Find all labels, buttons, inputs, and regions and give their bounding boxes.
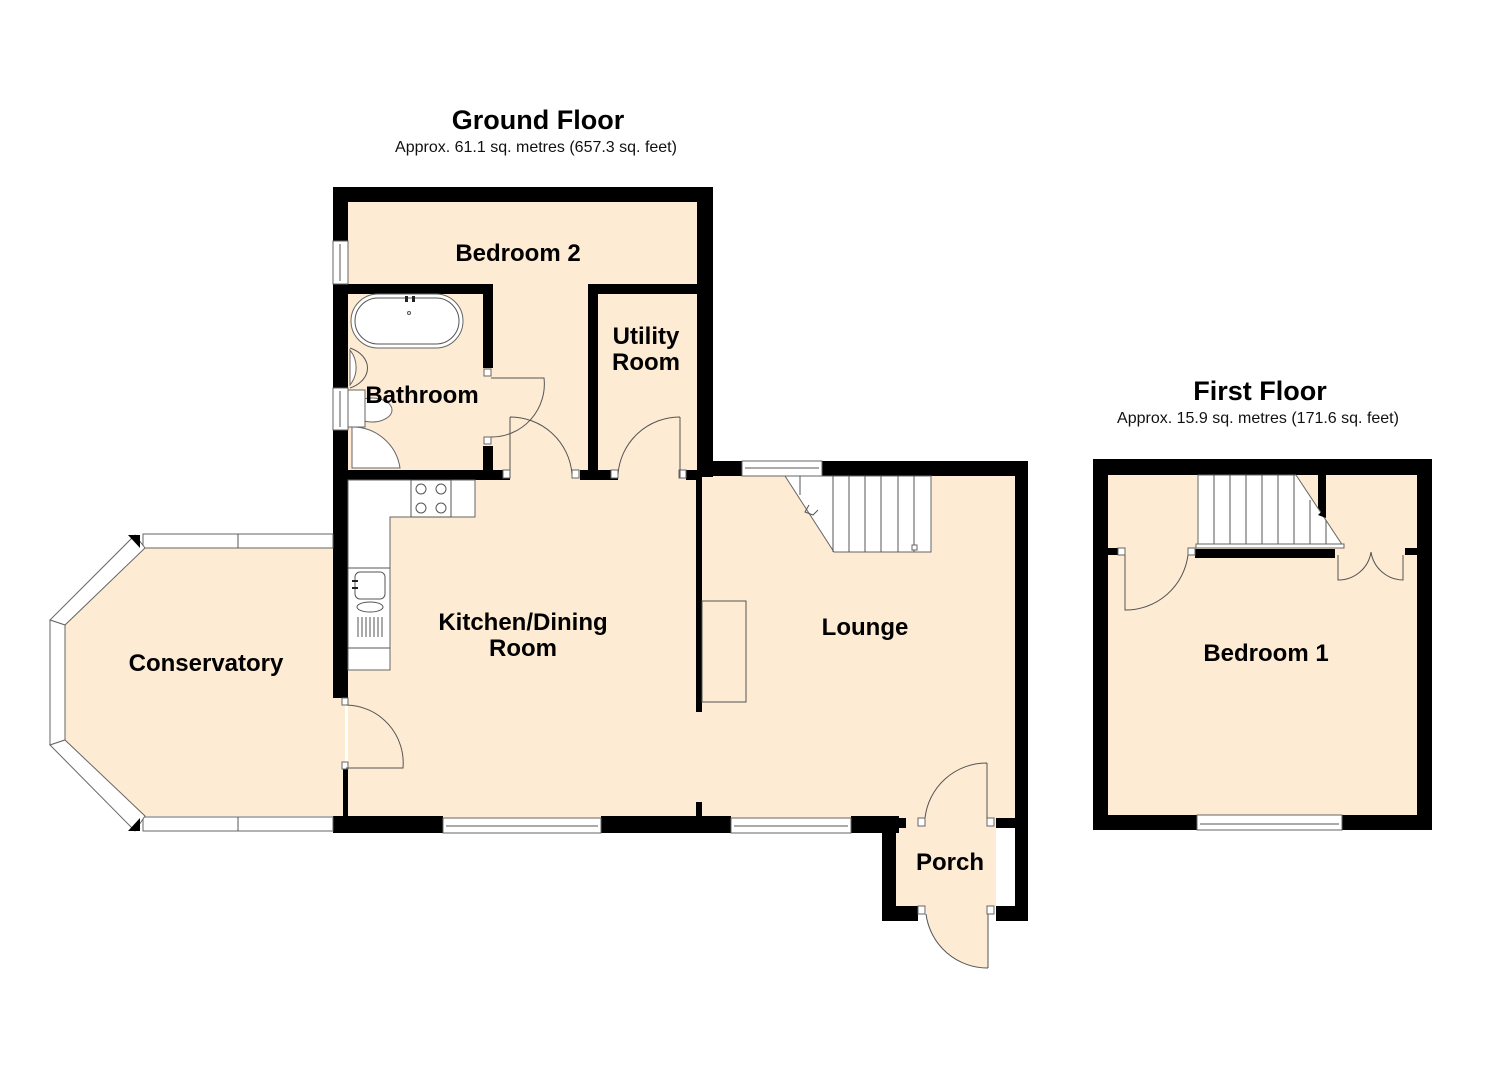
windows — [49, 240, 852, 834]
room-label-bedroom-2: Bedroom 2 — [455, 240, 580, 267]
first-floor-area: Approx. 15.9 sq. metres (171.6 sq. feet) — [1117, 410, 1399, 427]
room-label-conservatory: Conservatory — [129, 650, 284, 677]
room-label-porch: Porch — [916, 849, 984, 876]
room-label-utility-line2: Room — [612, 349, 680, 376]
room-label-bathroom: Bathroom — [365, 382, 478, 409]
first-floor-title: First Floor — [1193, 376, 1327, 406]
ground-floor-title: Ground Floor — [452, 105, 625, 135]
room-label-bedroom-1: Bedroom 1 — [1203, 640, 1328, 667]
ground-floor-area: Approx. 61.1 sq. metres (657.3 sq. feet) — [395, 139, 677, 156]
kitchen-units — [347, 479, 476, 671]
ground-floor: Bedroom 2 Utility Room Bathroom Conserva… — [49, 105, 1028, 969]
bathroom-fixtures — [347, 293, 464, 469]
door-swings — [345, 377, 989, 969]
ground-floor-fill — [65, 202, 1015, 968]
room-label-lounge: Lounge — [822, 614, 909, 641]
ground-floor-walls — [333, 187, 1028, 921]
first-floor: Bedroom 1 First Floor Approx. 15.9 sq. m… — [1093, 376, 1432, 831]
ground-stairs — [701, 475, 932, 703]
room-label-utility-line1: Utility — [613, 323, 680, 350]
room-label-kitchen-line1: Kitchen/Dining — [438, 609, 607, 636]
room-label-kitchen-line2: Room — [489, 635, 557, 662]
